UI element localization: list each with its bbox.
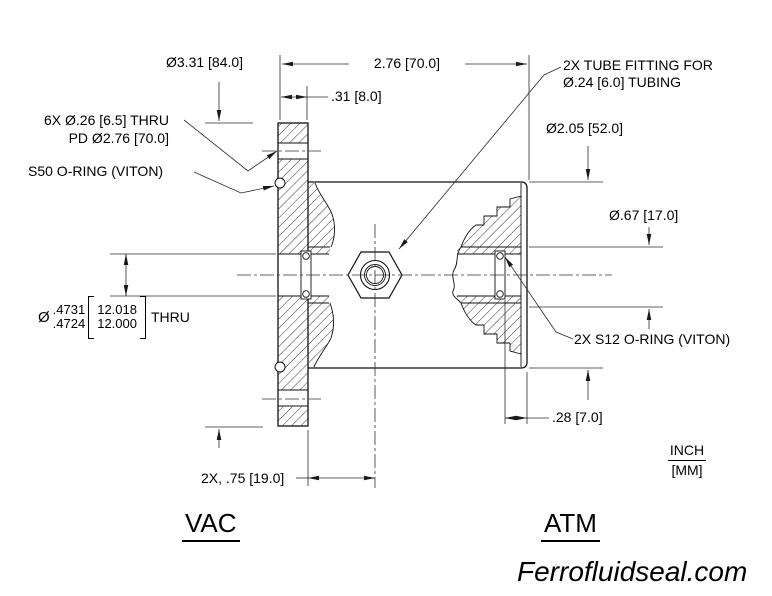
dim-flange-od: Ø3.31 [84.0]	[166, 54, 244, 70]
units-note: INCH [MM]	[662, 441, 712, 480]
callout-bolt-holes: 6X Ø.26 [6.5] THRU PD Ø2.76 [70.0]	[28, 111, 169, 147]
callout-bolt-holes-line1: 6X Ø.26 [6.5] THRU	[43, 112, 169, 128]
shaft-bore-mm-upper: 12.018	[97, 302, 137, 317]
callout-tube-fitting-line1: 2X TUBE FITTING FOR	[563, 57, 713, 73]
shaft-bore-inch-lower: .4724	[52, 316, 86, 331]
shaft-bore-thru: THRU	[150, 309, 190, 325]
shaft-bore-inch-upper: .4731	[52, 302, 86, 317]
callout-s50-oring: S50 O-RING (VITON)	[28, 163, 164, 179]
dim-bore-od: Ø.67 [17.0]	[609, 207, 679, 223]
centerlines	[237, 150, 612, 488]
side-label-vac: VAC	[182, 508, 240, 542]
dimension-lines	[110, 55, 663, 486]
shaft-bore-mm-stack: 12.018 12.000	[97, 303, 137, 331]
bracket-open	[88, 295, 95, 339]
units-mm: [MM]	[671, 462, 703, 478]
callout-shaft-bore: Ø .4731 .4724 12.018 12.000 THRU	[38, 295, 190, 339]
side-label-atm: ATM	[541, 508, 600, 542]
s50-oring-sections	[274, 177, 286, 373]
dim-fitting-offset: 2X, .75 [19.0]	[201, 470, 285, 486]
callout-bolt-holes-line2: PD Ø2.76 [70.0]	[68, 130, 169, 146]
bracket-close	[139, 295, 146, 339]
diameter-symbol: Ø	[38, 308, 50, 326]
right-hub-section	[452, 195, 522, 355]
callout-tube-fitting-line2: Ø.24 [6.0] TUBING	[563, 74, 682, 90]
shaft-bore-mm-lower: 12.000	[97, 316, 137, 331]
flange-hub-section	[308, 182, 335, 368]
brand-watermark: Ferrofluidseal.com	[517, 556, 748, 587]
dim-flange-thickness: .31 [8.0]	[331, 88, 382, 104]
dim-overall-length: 2.76 [70.0]	[373, 55, 441, 71]
callout-s12-oring: 2X S12 O-RING (VITON)	[574, 331, 731, 347]
dim-body-od: Ø2.05 [52.0]	[546, 120, 624, 136]
units-inch: INCH	[667, 441, 707, 461]
dim-oring-offset: .28 [7.0]	[552, 409, 603, 425]
callout-tube-fitting: 2X TUBE FITTING FOR Ø.24 [6.0] TUBING	[563, 57, 713, 91]
shaft-bore-inch-stack: .4731 .4724	[53, 303, 86, 331]
